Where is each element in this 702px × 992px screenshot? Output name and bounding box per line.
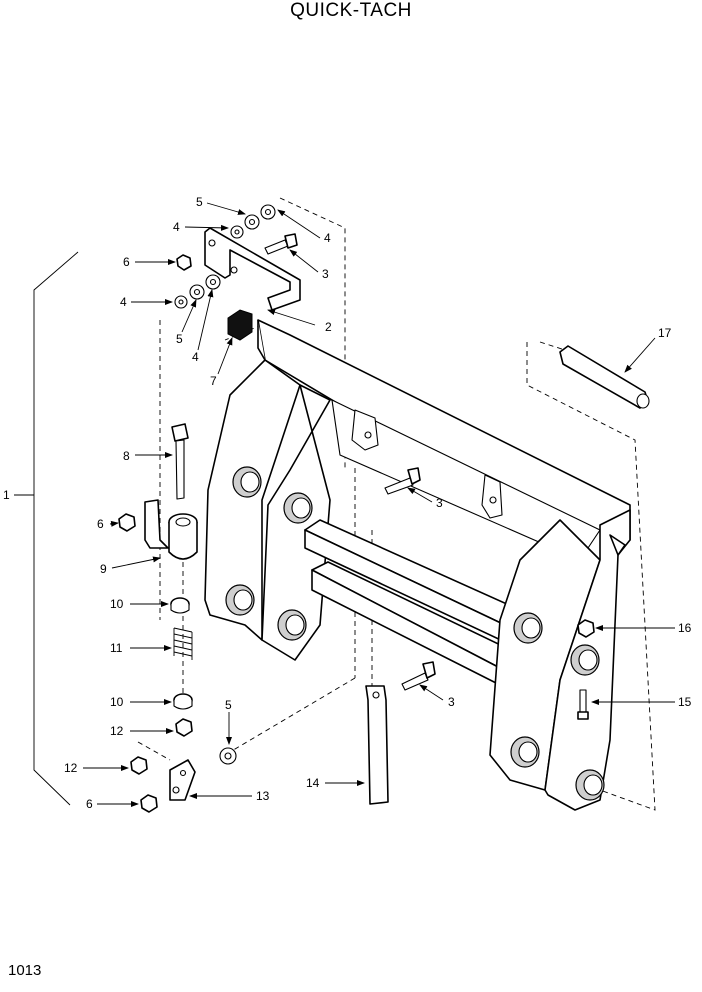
callout-4-top-left: 4 <box>173 220 180 234</box>
page-title: QUICK-TACH <box>290 0 412 21</box>
callout-10-bottom: 10 <box>110 695 124 709</box>
callout-5-top: 5 <box>196 195 203 209</box>
callout-10-top: 10 <box>110 597 124 611</box>
quick-tach-frame <box>204 319 631 811</box>
callout-3-top: 3 <box>322 267 329 281</box>
loose-parts <box>118 204 650 813</box>
callout-5-mid: 5 <box>176 332 183 346</box>
callout-5-bottom: 5 <box>225 698 232 712</box>
callout-6-top: 6 <box>123 255 130 269</box>
callout-14: 14 <box>306 776 320 790</box>
callout-8: 8 <box>123 449 130 463</box>
callout-4-top-right: 4 <box>324 231 331 245</box>
callout-17: 17 <box>658 326 672 340</box>
callout-4-mid: 4 <box>192 350 199 364</box>
callout-6-mid: 6 <box>97 517 104 531</box>
callout-3-middle: 3 <box>436 496 443 510</box>
assembly-bracket <box>14 251 79 806</box>
leader-lines <box>83 202 675 807</box>
callout-9: 9 <box>100 562 107 576</box>
callout-1: 1 <box>3 488 10 502</box>
page-number: 1013 <box>8 962 42 979</box>
callout-3-bottom: 3 <box>448 695 455 709</box>
callout-11: 11 <box>110 641 123 655</box>
callout-13: 13 <box>256 789 270 803</box>
callout-numbers: 1 2 3 3 3 4 4 4 4 5 5 5 6 6 6 7 8 9 10 1… <box>3 195 692 811</box>
callout-12-lower: 12 <box>64 761 78 775</box>
callout-12-upper: 12 <box>110 724 124 738</box>
callout-2: 2 <box>325 320 332 334</box>
callout-6-bottom: 6 <box>86 797 93 811</box>
callout-7: 7 <box>210 374 217 388</box>
callout-16: 16 <box>678 621 692 635</box>
callout-15: 15 <box>678 695 692 709</box>
callout-4-mid-left: 4 <box>120 295 127 309</box>
